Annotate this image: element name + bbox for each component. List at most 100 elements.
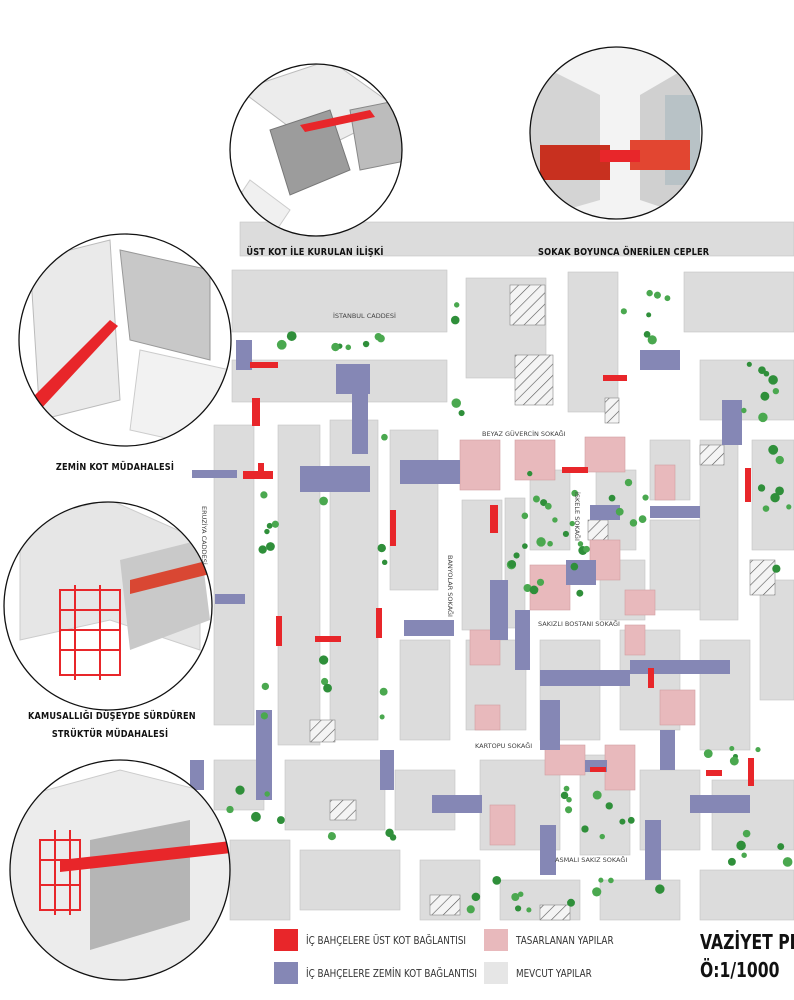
tree-mark (775, 486, 784, 496)
tree-mark (772, 564, 781, 573)
tree-mark (576, 589, 584, 597)
tree-mark (646, 312, 652, 318)
tree-mark (529, 585, 539, 595)
tree-mark (755, 747, 761, 753)
tree-mark (258, 545, 267, 554)
tree-mark (777, 843, 785, 851)
tree-mark (508, 560, 517, 569)
tree-mark (517, 891, 524, 897)
tree-mark (552, 517, 558, 523)
tree-mark (264, 528, 270, 535)
tree-mark (381, 559, 388, 566)
tree-mark (653, 291, 661, 299)
tree-mark (264, 791, 270, 797)
tree-mark (226, 805, 234, 814)
tree-mark (775, 455, 784, 465)
hatched-open-areas (309, 284, 776, 921)
tree-mark (741, 852, 747, 858)
caption-structure-2: STRÜKTÜR MÜDAHALESİ (51, 729, 169, 740)
trees (226, 289, 793, 914)
tree-mark (768, 375, 778, 385)
tree-mark (260, 712, 268, 720)
tree-mark (664, 295, 671, 302)
tree-mark (746, 361, 752, 367)
tree-mark (544, 502, 552, 510)
tree-mark (762, 505, 770, 512)
tree-mark (536, 537, 546, 547)
tree-mark (523, 584, 532, 592)
tree-mark (577, 541, 584, 547)
caption-structure-1: KAMUSALLIĞI DÜŞEYDE SÜRDÜREN (28, 711, 196, 722)
caption-upper-level: ÜST KOT İLE KURULAN İLİŞKİ (246, 247, 384, 258)
tree-mark (526, 907, 532, 913)
tree-mark (276, 816, 285, 824)
tree-mark (583, 545, 590, 553)
tree-mark (608, 877, 614, 884)
tree-mark (276, 339, 287, 350)
tree-mark (627, 816, 635, 824)
tree-mark (570, 562, 579, 571)
tree-mark (532, 495, 540, 503)
tree-mark (379, 687, 388, 696)
tree-mark (703, 749, 713, 758)
tree-mark (458, 409, 465, 417)
tree-mark (286, 331, 297, 341)
tree-mark (655, 884, 665, 894)
tree-mark (266, 542, 275, 551)
street-label-kartopu: KARTOPU SOKAĞI (475, 741, 532, 750)
tree-mark (741, 407, 747, 414)
tree-mark (624, 478, 633, 487)
street-label-banyolar: BANYOLAR SOKAĞI (446, 555, 455, 617)
vignette-street-pockets (529, 46, 703, 220)
tree-mark (763, 370, 770, 377)
tree-mark (563, 785, 570, 792)
tree-mark (235, 785, 245, 795)
tree-mark (511, 892, 520, 901)
legend-swatch-red (274, 929, 298, 951)
tree-mark (466, 905, 475, 914)
tree-mark (729, 746, 735, 752)
tree-mark (643, 330, 651, 338)
street-label-eruziya: ERUZİYA CADDESİ (200, 506, 209, 565)
tree-mark (513, 552, 520, 559)
street-label-iskele: İSKELE SOKAĞI (573, 492, 582, 541)
tree-mark (323, 683, 332, 693)
tree-mark (362, 340, 370, 348)
street-label-istanbul: İSTANBUL CADDESİ (333, 311, 396, 320)
tree-mark (598, 877, 604, 883)
legend-upper-connection: İÇ BAHÇELERE ÜST KOT BAĞLANTISI (274, 929, 506, 951)
vignette-ground-level (18, 233, 232, 447)
tree-mark (318, 655, 329, 665)
tree-mark (647, 335, 657, 345)
tree-mark (629, 519, 638, 527)
tree-mark (608, 494, 616, 502)
tree-mark (786, 504, 792, 510)
tree-mark (772, 387, 780, 395)
vignette-structure-2 (9, 759, 231, 981)
tree-mark (522, 543, 528, 549)
tree-mark (758, 412, 768, 423)
tree-mark (567, 898, 575, 907)
street-label-beyaz: BEYAZ GÜVERCİN SOKAĞI (482, 429, 566, 438)
tree-mark (319, 496, 328, 506)
upper-level-connections (243, 362, 754, 786)
plan-title: VAZİYET PLANI (700, 930, 794, 954)
tree-mark (328, 832, 335, 838)
tree-mark (566, 796, 572, 803)
tree-mark (540, 499, 548, 507)
tree-mark (471, 892, 481, 902)
tree-mark (758, 366, 766, 375)
tree-mark (379, 714, 385, 720)
legend-swatch-gray (484, 962, 508, 984)
tree-mark (381, 433, 388, 441)
tree-mark (261, 682, 270, 691)
tree-mark (742, 829, 751, 838)
tree-mark (770, 493, 780, 503)
tree-mark (565, 806, 573, 814)
tree-mark (560, 791, 569, 800)
tree-mark (729, 756, 739, 766)
tree-mark (562, 530, 569, 538)
tree-mark (620, 308, 627, 315)
legend-swatch-purple (274, 962, 298, 984)
